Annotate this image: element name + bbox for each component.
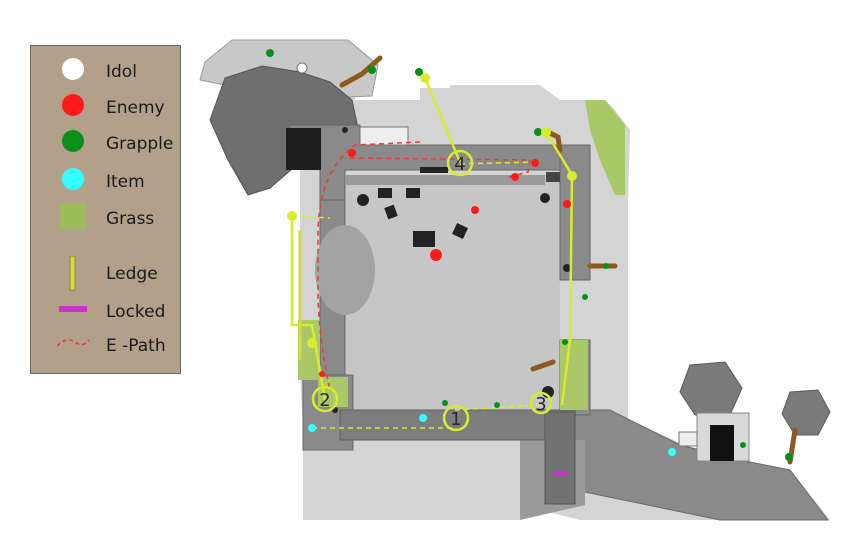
cliff-right-bottom — [574, 409, 830, 521]
pillar-1 — [357, 194, 369, 206]
courtyard-floor — [345, 175, 560, 410]
stairs-top — [359, 126, 409, 146]
enemy-marker — [319, 371, 325, 377]
ledge-legend-icon — [55, 256, 91, 291]
dome — [315, 225, 375, 315]
route-dashed-west — [291, 215, 331, 219]
route-node — [287, 211, 297, 221]
legend-item-grass: Grass — [31, 203, 182, 234]
inner-north-ledge — [345, 175, 545, 185]
legend-item-item: Item — [31, 167, 182, 197]
locked-legend-icon — [55, 297, 91, 327]
pillar-5 — [342, 127, 348, 133]
checkpoint-4-label: 4 — [454, 154, 465, 175]
idol-legend-icon — [55, 57, 91, 87]
hut-door — [710, 425, 734, 461]
block-north-east — [546, 172, 560, 182]
boulder-right-2 — [781, 389, 831, 436]
legend-label-ledge: Ledge — [106, 264, 158, 284]
markers — [266, 49, 793, 461]
checkpoints: 1 2 3 4 — [311, 149, 553, 432]
item-marker — [419, 414, 427, 422]
checkpoint-1-label: 1 — [450, 409, 461, 430]
legend-label-enemy: Enemy — [106, 98, 165, 118]
legend-label-locked: Locked — [106, 302, 166, 322]
route-node — [307, 338, 317, 348]
item-marker — [668, 448, 676, 456]
legend-label-grass: Grass — [106, 209, 155, 229]
legend-item-enemy: Enemy — [31, 93, 182, 123]
enemy-marker — [563, 200, 571, 208]
legend-item-epath: E -Path — [31, 331, 182, 361]
branch-4 — [530, 359, 556, 372]
item-legend-icon — [55, 167, 91, 197]
east-wall — [559, 144, 591, 281]
pillar-2 — [540, 193, 550, 203]
grapple-legend-icon — [55, 129, 91, 159]
hut-stairs — [678, 431, 698, 447]
grapple-marker — [266, 49, 274, 57]
item-marker — [308, 424, 316, 432]
checkpoint-4-ring — [446, 149, 474, 177]
locked-door — [553, 471, 567, 475]
route-node — [567, 171, 577, 181]
crate-5 — [452, 223, 468, 239]
idol-marker — [296, 62, 308, 74]
rock-right-grass — [585, 100, 625, 195]
player-route — [290, 77, 574, 429]
enemy-marker — [531, 159, 539, 167]
route-node — [420, 73, 430, 83]
grapple-marker — [368, 66, 376, 74]
route-ledge-north — [423, 77, 462, 163]
crate-4 — [413, 231, 435, 247]
checkpoint-2-ring — [311, 385, 339, 413]
checkpoint-2-label: 2 — [319, 390, 330, 411]
grapple-marker — [603, 263, 609, 269]
gate-passage — [544, 411, 576, 505]
enemy-marker — [471, 206, 479, 214]
legend-label-grapple: Grapple — [106, 134, 174, 154]
enemy-marker — [511, 173, 519, 181]
route-ledge-west — [290, 216, 327, 401]
grapple-marker — [442, 400, 448, 406]
grapple-marker — [562, 339, 568, 345]
grapple-marker — [534, 128, 542, 136]
enemy-marker — [348, 149, 356, 157]
grapple-marker — [785, 453, 793, 461]
route-ledge-east — [544, 131, 574, 406]
legend-label-item: Item — [106, 172, 145, 192]
boulder-right-1 — [679, 361, 743, 416]
crate-1 — [378, 188, 392, 198]
epath-legend-icon — [55, 331, 91, 361]
route-node — [541, 127, 551, 137]
crate-2 — [406, 188, 420, 198]
checkpoint-3-ring — [529, 391, 553, 415]
bar-top — [420, 167, 448, 173]
grapple-marker — [494, 402, 500, 408]
legend-item-locked: Locked — [31, 297, 182, 327]
checkpoint-1-ring — [442, 404, 470, 432]
grass-east — [560, 340, 588, 410]
dark-gate — [286, 128, 321, 170]
checkpoint-3-label: 3 — [535, 394, 546, 415]
grapple-marker — [582, 294, 588, 300]
branch-1 — [339, 55, 383, 88]
legend-item-ledge: Ledge — [31, 256, 182, 291]
legend-item-idol: Idol — [31, 57, 182, 87]
grass-legend-icon — [55, 203, 91, 234]
legend-label-epath: E -Path — [106, 336, 166, 356]
enemy-legend-icon — [55, 93, 91, 123]
grapple-marker — [740, 442, 746, 448]
enemy-marker — [430, 249, 442, 261]
legend-label-idol: Idol — [106, 62, 137, 82]
fortress — [286, 124, 591, 505]
grapple-marker — [415, 68, 423, 76]
pillar-4 — [563, 264, 571, 272]
legend-item-grapple: Grapple — [31, 129, 182, 159]
crate-3 — [384, 204, 398, 220]
enemy-path — [317, 141, 531, 391]
